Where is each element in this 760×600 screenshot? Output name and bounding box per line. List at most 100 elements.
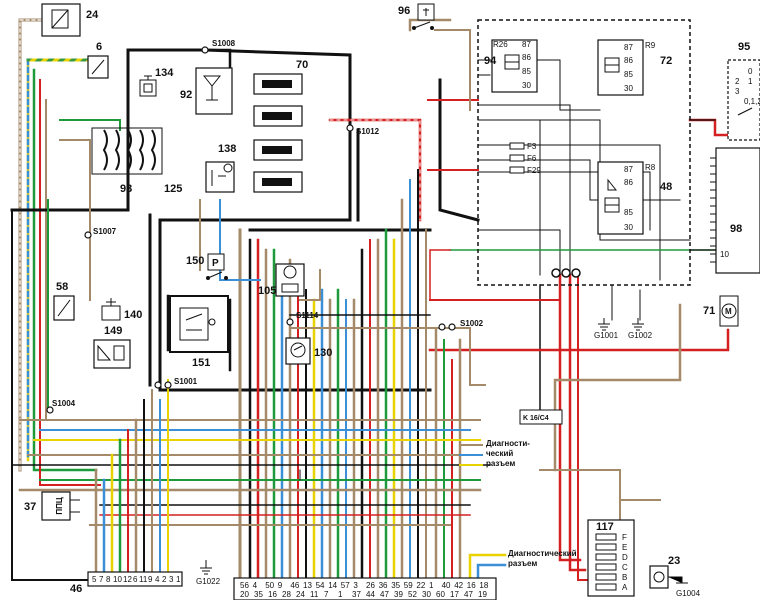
connector-46-pin: 8 bbox=[106, 575, 111, 584]
fuse-f6: F6 bbox=[527, 154, 537, 163]
main-connector-pin-top: 46 bbox=[290, 581, 299, 590]
label-134: 134 bbox=[155, 67, 174, 79]
label-58: 58 bbox=[56, 281, 68, 293]
label-37: 37 bbox=[24, 501, 36, 513]
label-92: 92 bbox=[180, 89, 192, 101]
connector-117-pin-body bbox=[595, 543, 617, 551]
main-connector-pin-top: 36 bbox=[379, 581, 388, 590]
connector-46-pin: 11 bbox=[139, 575, 148, 584]
relay-72-pin-85: 85 bbox=[624, 70, 633, 79]
coil-93 bbox=[91, 127, 163, 175]
main-connector-pin-top: 13 bbox=[303, 581, 312, 590]
label-98: 98 bbox=[730, 223, 742, 235]
label-149: 149 bbox=[104, 325, 122, 337]
splice-dot bbox=[571, 268, 581, 278]
motor-71: M bbox=[719, 295, 739, 327]
relay-94-pin-86: 86 bbox=[522, 53, 531, 62]
relay-48-pin-30: 30 bbox=[624, 223, 633, 232]
splice-s1012: S1012 bbox=[356, 127, 380, 136]
main-connector-pin-bottom: 44 bbox=[366, 590, 375, 599]
component-149 bbox=[93, 339, 131, 369]
main-connector-pin-top: 14 bbox=[328, 581, 337, 590]
main-connector-pin-bottom: 19 bbox=[478, 590, 487, 599]
relay-box bbox=[477, 19, 691, 286]
main-connector-pin-top: 57 bbox=[341, 581, 350, 590]
main-connector-pin-top: 50 bbox=[265, 581, 274, 590]
ground-g1022 bbox=[200, 560, 212, 575]
component-105 bbox=[275, 263, 305, 297]
main-connector-pin-top: 4 bbox=[253, 581, 258, 590]
main-connector-pin-top: 22 bbox=[416, 581, 425, 590]
fuses: F3 F6 F29 bbox=[509, 142, 541, 175]
ground-g1001-label: G1001 bbox=[594, 331, 619, 340]
main-connector-pin-bottom: 24 bbox=[296, 590, 305, 599]
main-connector-pin-bottom: 39 bbox=[394, 590, 403, 599]
ground-g1004-label: G1004 bbox=[676, 589, 701, 598]
diag-label-2-line2: разъем bbox=[508, 559, 537, 568]
connector-117-pin-body bbox=[595, 533, 617, 541]
connector-117-pin-body bbox=[595, 573, 617, 581]
relay-94: R26 87 86 85 30 bbox=[491, 39, 538, 93]
svg-text:M: M bbox=[725, 307, 732, 316]
switch-95: 0 1 2 3 0,1,2 bbox=[727, 59, 760, 141]
connector-117-pin-body bbox=[595, 583, 617, 591]
label-151: 151 bbox=[192, 357, 210, 369]
switch-96 bbox=[412, 3, 435, 30]
main-connector-pin-bottom: 7 bbox=[324, 590, 329, 599]
main-connector-pin-top: 35 bbox=[391, 581, 400, 590]
main-connector-pin-bottom: 52 bbox=[408, 590, 417, 599]
main-connector-pin-top: 56 bbox=[240, 581, 249, 590]
label-6: 6 bbox=[96, 41, 102, 53]
main-connector-pin-top: 3 bbox=[353, 581, 358, 590]
label-24: 24 bbox=[86, 9, 99, 21]
connector-46-pin: 5 bbox=[92, 575, 97, 584]
connector-117-pin: B bbox=[622, 573, 627, 582]
main-connector-pin-top: 40 bbox=[442, 581, 451, 590]
component-140 bbox=[101, 298, 121, 321]
diag-label-1-line3: разъем bbox=[486, 459, 515, 468]
switch-150: P bbox=[206, 253, 228, 280]
main-connector-pin-bottom: 20 bbox=[240, 590, 249, 599]
splice-s1114: S1114 bbox=[296, 311, 319, 320]
relay-48-pin-85: 85 bbox=[624, 208, 633, 217]
label-23: 23 bbox=[668, 555, 680, 567]
diag-label-1-line2: ческий bbox=[486, 449, 513, 458]
connector-46-pin: 1 bbox=[176, 575, 181, 584]
switch-95-pos-1: 1 bbox=[748, 77, 753, 86]
label-48: 48 bbox=[660, 181, 672, 193]
ground-g1001 bbox=[598, 318, 610, 331]
label-70: 70 bbox=[296, 59, 308, 71]
connector-k-label: K 16/C4 bbox=[523, 415, 549, 422]
connector-117-pin: A bbox=[622, 583, 628, 592]
connector-46-pin: 10 bbox=[113, 575, 122, 584]
module-98-pin: 10 bbox=[720, 250, 729, 259]
main-connector-pin-bottom: 60 bbox=[436, 590, 445, 599]
main-connector-pin-top: 59 bbox=[404, 581, 413, 590]
label-95: 95 bbox=[738, 41, 750, 53]
switch-95-extra: 0,1,2 bbox=[744, 97, 760, 106]
main-connector-pin-bottom: 30 bbox=[422, 590, 431, 599]
relay-94-pin-85: 85 bbox=[522, 67, 531, 76]
connector-117-pin-body bbox=[595, 553, 617, 561]
main-connector-pin-bottom: 47 bbox=[380, 590, 389, 599]
diag-label-1-line1: Диагности- bbox=[486, 439, 530, 448]
label-96: 96 bbox=[398, 5, 410, 17]
connector-k bbox=[519, 409, 563, 425]
connector-46-pin: 4 bbox=[155, 575, 160, 584]
label-94: 94 bbox=[484, 55, 497, 67]
label-140: 140 bbox=[124, 309, 142, 321]
fuse-f29: F29 bbox=[527, 166, 541, 175]
splice-s1004: S1004 bbox=[52, 399, 76, 408]
splice-s1007: S1007 bbox=[93, 227, 117, 236]
relay-48-pin-86: 86 bbox=[624, 178, 633, 187]
connector-46-pin: 2 bbox=[162, 575, 167, 584]
relay-94-pin-30: 30 bbox=[522, 81, 531, 90]
splice-s1002: S1002 bbox=[460, 319, 484, 328]
connector-46-pin: 7 bbox=[99, 575, 104, 584]
component-151 bbox=[169, 295, 229, 353]
component-37: ППЦ bbox=[41, 491, 80, 521]
connector-117-pin-body bbox=[595, 563, 617, 571]
main-connector-pin-bottom: 37 bbox=[352, 590, 361, 599]
main-connector-pin-top: 54 bbox=[316, 581, 325, 590]
